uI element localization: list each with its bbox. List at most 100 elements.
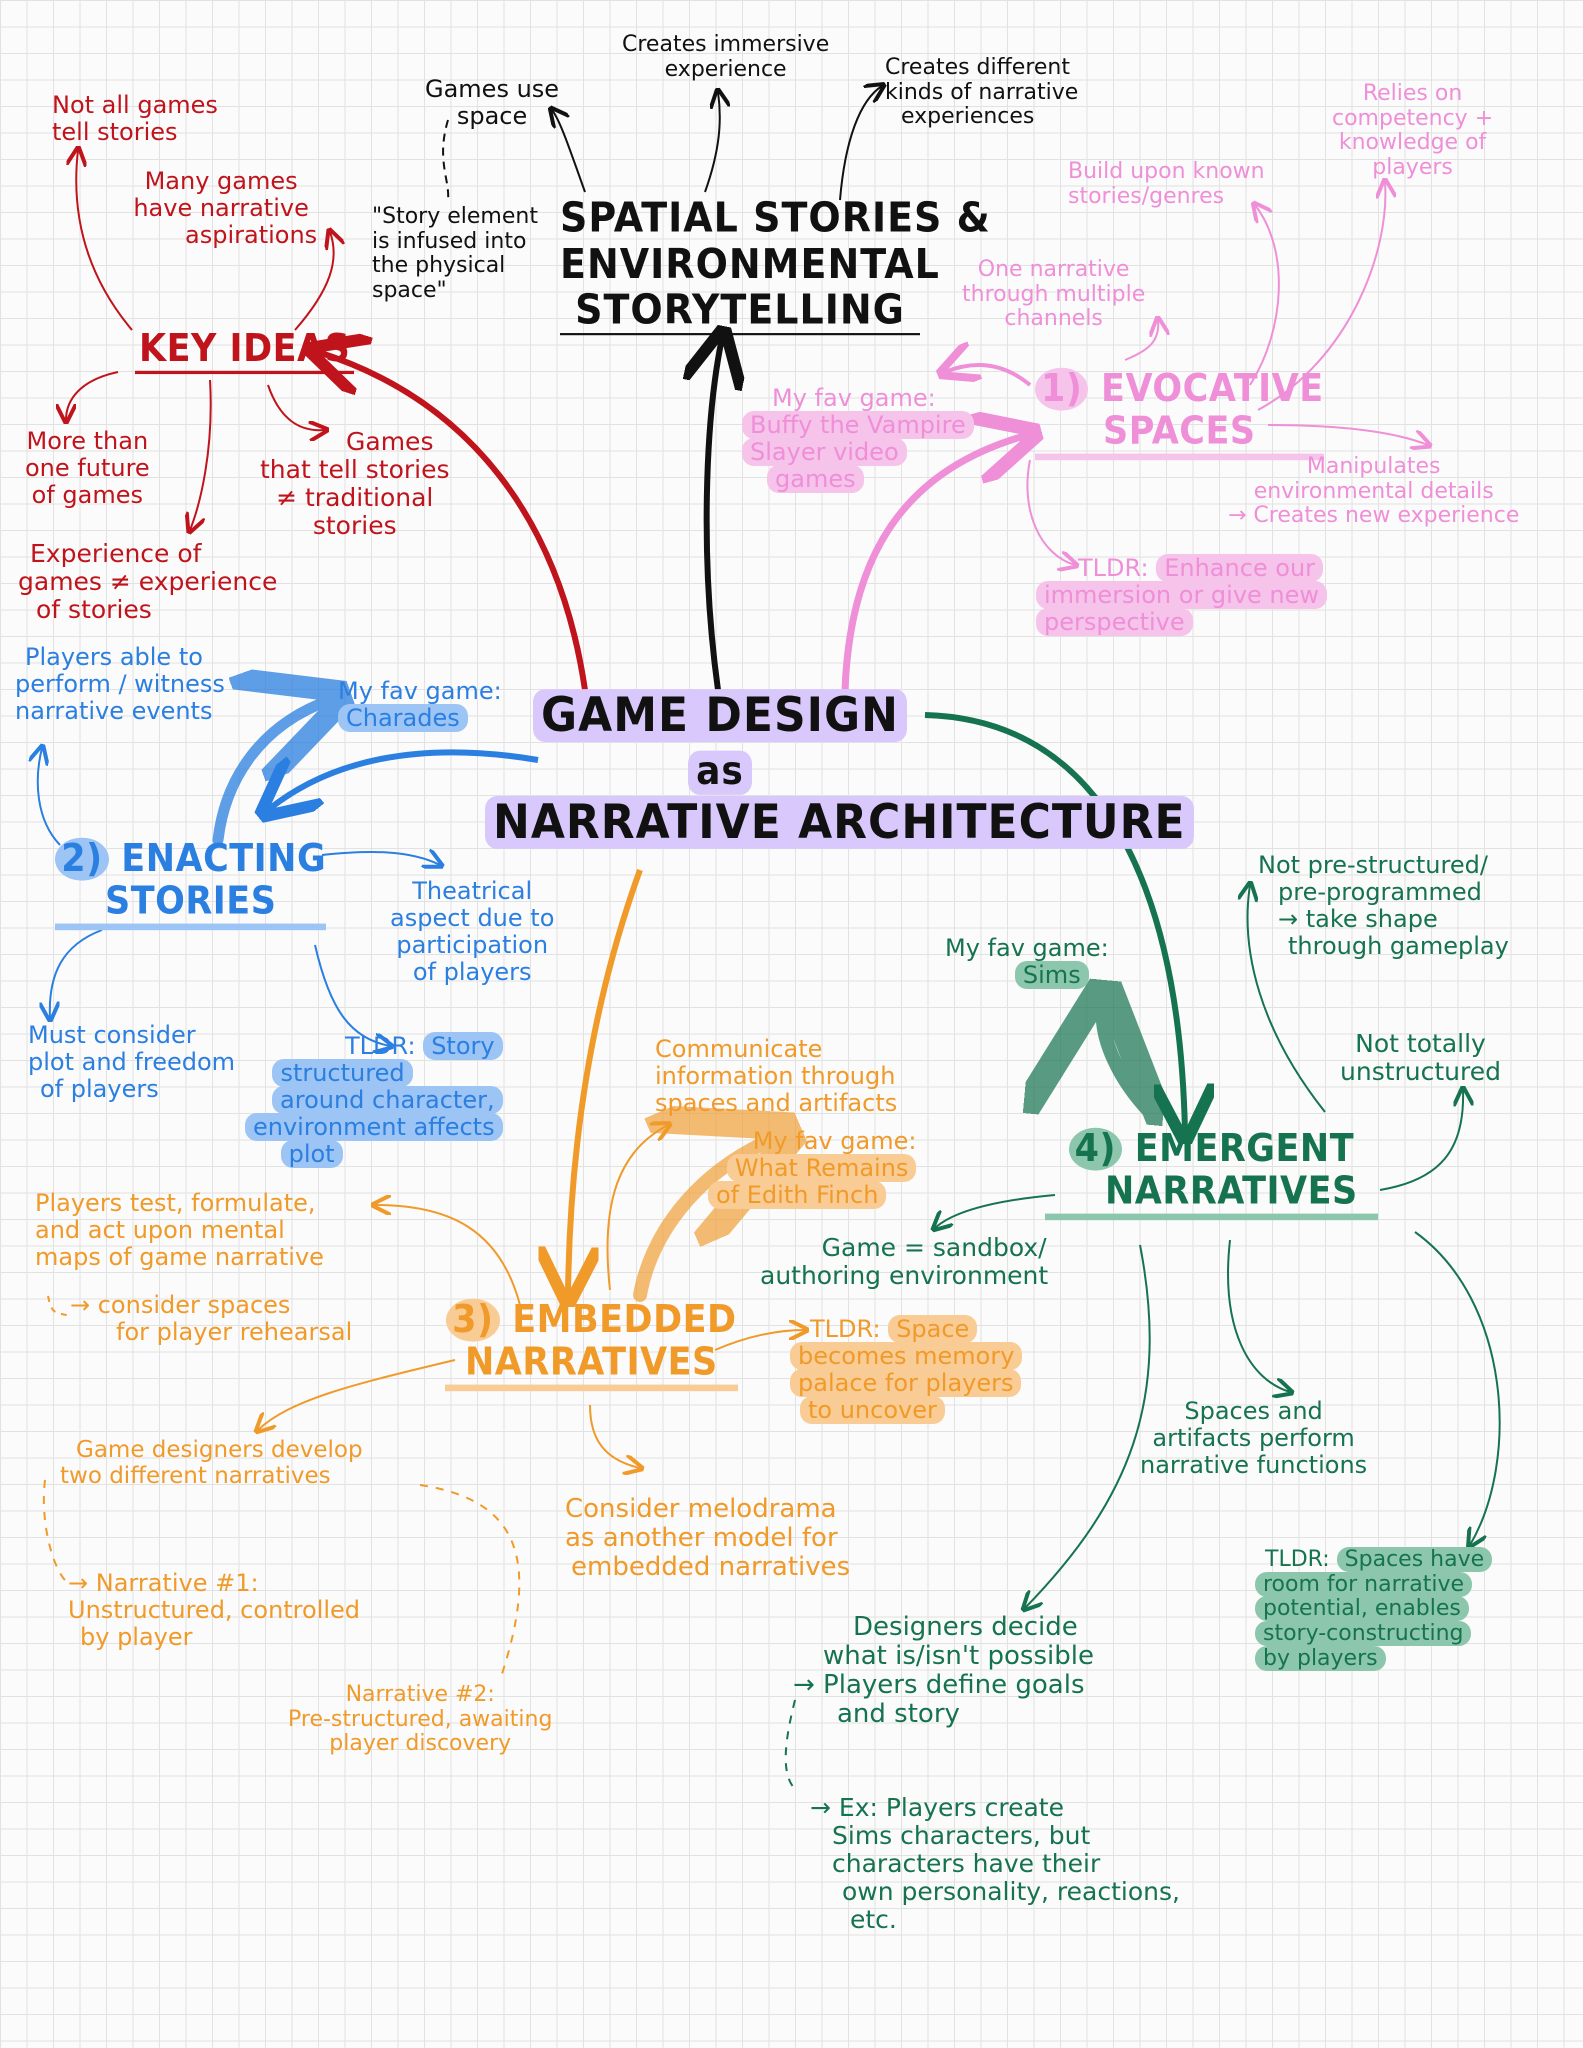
embedded-note-narr2: Narrative #2: Pre-structured, awaiting p… bbox=[288, 1682, 553, 1757]
tldr-label: TLDR: bbox=[1265, 1547, 1330, 1572]
embedded-title-line-2: NARRATIVES bbox=[445, 1341, 738, 1392]
tldr-line: potential, enables bbox=[1255, 1596, 1469, 1622]
note-line: → Ex: Players create bbox=[810, 1793, 1064, 1822]
note-line: Designers decide bbox=[853, 1612, 1078, 1642]
tldr-line: plot bbox=[280, 1139, 343, 1168]
note-line: "Story element bbox=[372, 204, 538, 229]
key-note-more-than: More than one future of games bbox=[25, 428, 150, 509]
embedded-title: 3) EMBEDDED NARRATIVES bbox=[445, 1298, 738, 1392]
note-line: Not totally bbox=[1355, 1029, 1486, 1058]
note-line: Experience of bbox=[30, 539, 202, 568]
note-line: have narrative bbox=[133, 193, 309, 222]
tldr-line: Story bbox=[423, 1032, 503, 1060]
note-line: through gameplay bbox=[1288, 931, 1509, 960]
note-line: → Creates new experience bbox=[1228, 503, 1520, 529]
note-line: spaces and artifacts bbox=[655, 1088, 898, 1117]
enacting-note-theatrical: Theatrical aspect due to participation o… bbox=[390, 878, 554, 986]
note-line: aspect due to bbox=[390, 903, 555, 932]
embedded-fav: My fav game: What Remains of Edith Finch bbox=[708, 1127, 917, 1209]
note-line: Manipulates bbox=[1306, 454, 1441, 479]
evocative-fav: My fav game: Buffy the Vampire Slayer vi… bbox=[742, 385, 974, 493]
note-line: My fav game: bbox=[752, 1127, 917, 1155]
emergent-title-line-2: NARRATIVES bbox=[1045, 1170, 1378, 1221]
note-line: authoring environment bbox=[760, 1261, 1049, 1290]
note-line: experiences bbox=[901, 104, 1035, 130]
note-line: Relies on bbox=[1362, 81, 1463, 106]
note-line: Unstructured, controlled bbox=[68, 1595, 361, 1624]
evocative-title-line-1: 1) EVOCATIVE bbox=[1035, 366, 1324, 411]
note-line: plot and freedom bbox=[28, 1047, 236, 1076]
note-line: and act upon mental bbox=[35, 1215, 285, 1244]
note-line: My fav game: bbox=[338, 677, 502, 705]
note-line: Games bbox=[346, 427, 434, 456]
note-line: of players bbox=[40, 1074, 159, 1103]
evocative-note-relies: Relies on competency + knowledge of play… bbox=[1332, 81, 1493, 181]
embedded-tldr: TLDR: Space becomes memory palace for pl… bbox=[790, 1315, 1023, 1424]
emergent-note-sandbox: Game = sandbox/ authoring environment bbox=[760, 1234, 1048, 1290]
note-line: Game = sandbox/ bbox=[821, 1233, 1047, 1262]
embedded-note-communicate: Communicate information through spaces a… bbox=[655, 1036, 897, 1117]
note-line: one future bbox=[25, 453, 150, 482]
note-line: Pre-structured, awaiting bbox=[288, 1706, 553, 1732]
emergent-tldr: TLDR: Spaces have room for narrative pot… bbox=[1255, 1547, 1493, 1671]
spatial-title-line-1: SPATIAL STORIES & bbox=[560, 193, 991, 242]
note-line: Not all games bbox=[52, 91, 218, 119]
note-line: Sims characters, but bbox=[832, 1821, 1091, 1850]
fav-game-line: games bbox=[767, 464, 864, 493]
note-line: space" bbox=[372, 277, 447, 303]
evocative-title-word: EVOCATIVE bbox=[1101, 366, 1324, 411]
note-line: own personality, reactions, bbox=[842, 1877, 1180, 1906]
evocative-title-line-2: SPACES bbox=[1035, 410, 1324, 461]
tldr-line: perspective bbox=[1036, 607, 1193, 636]
note-line: More than bbox=[26, 427, 149, 455]
enacting-fav: My fav game: Charades bbox=[338, 678, 502, 732]
note-line: Narrative #2: bbox=[345, 1682, 495, 1707]
tldr-line: around character, bbox=[272, 1085, 503, 1114]
fav-game-line: What Remains bbox=[726, 1153, 917, 1182]
note-line: information through bbox=[655, 1061, 896, 1090]
note-line: One narrative bbox=[977, 257, 1130, 282]
spoke-to-evocative bbox=[841, 435, 1028, 691]
spatial-title-line-3: STORYTELLING bbox=[560, 287, 920, 335]
note-line: that tell stories bbox=[260, 455, 450, 484]
embedded-note-narr1: → Narrative #1: Unstructured, controlled… bbox=[68, 1570, 360, 1651]
note-line: My fav game: bbox=[772, 384, 936, 412]
emergent-number: 4) bbox=[1068, 1127, 1123, 1171]
emergent-fav: My fav game: Sims bbox=[945, 935, 1109, 989]
note-line: and story bbox=[837, 1699, 960, 1730]
note-line: players bbox=[1372, 154, 1453, 180]
evocative-note-one-narrative: One narrative through multiple channels bbox=[962, 257, 1145, 332]
spoke-to-emergent bbox=[924, 712, 1185, 1132]
note-line: tell stories bbox=[52, 117, 178, 146]
note-line: Game designers develop bbox=[76, 1437, 363, 1463]
note-line: Build upon known bbox=[1068, 159, 1265, 184]
note-line: maps of game narrative bbox=[35, 1242, 324, 1271]
tldr-line: Space bbox=[888, 1315, 978, 1343]
embedded-title-line-1: 3) EMBEDDED bbox=[445, 1298, 738, 1342]
enacting-title-line-1: 2) ENACTING bbox=[55, 837, 326, 881]
enacting-tldr: TLDR: Story structured around character,… bbox=[245, 1032, 503, 1168]
note-line: Players able to bbox=[25, 643, 203, 671]
note-line: the physical bbox=[372, 253, 506, 279]
tldr-label: TLDR: bbox=[345, 1032, 416, 1060]
tldr-line: palace for players bbox=[790, 1368, 1022, 1397]
note-line: Creates immersive bbox=[622, 32, 830, 57]
emergent-title-word: EMERGENT bbox=[1134, 1126, 1355, 1171]
embedded-note-melodrama: Consider melodrama as another model for … bbox=[565, 1494, 850, 1582]
tldr-line: room for narrative bbox=[1255, 1571, 1473, 1597]
tldr-line: becomes memory bbox=[790, 1341, 1023, 1370]
fav-game-line: Sims bbox=[1014, 960, 1089, 989]
note-line: kinds of narrative bbox=[885, 79, 1079, 105]
note-line: environmental details bbox=[1253, 478, 1494, 504]
note-line: → consider spaces bbox=[70, 1291, 291, 1319]
note-line: Creates different bbox=[885, 55, 1070, 80]
note-line: pre-programmed bbox=[1278, 877, 1482, 906]
note-line: of stories bbox=[36, 595, 152, 624]
emergent-note-designers: Designers decide what is/isn't possible … bbox=[793, 1612, 1094, 1730]
enacting-title-line-2: STORIES bbox=[55, 880, 327, 931]
note-line: of players bbox=[412, 957, 532, 986]
note-line: Spaces and bbox=[1184, 1397, 1323, 1425]
note-line: player discovery bbox=[329, 1731, 512, 1757]
note-line: two different narratives bbox=[60, 1462, 331, 1489]
note-line: My fav game: bbox=[945, 934, 1109, 962]
